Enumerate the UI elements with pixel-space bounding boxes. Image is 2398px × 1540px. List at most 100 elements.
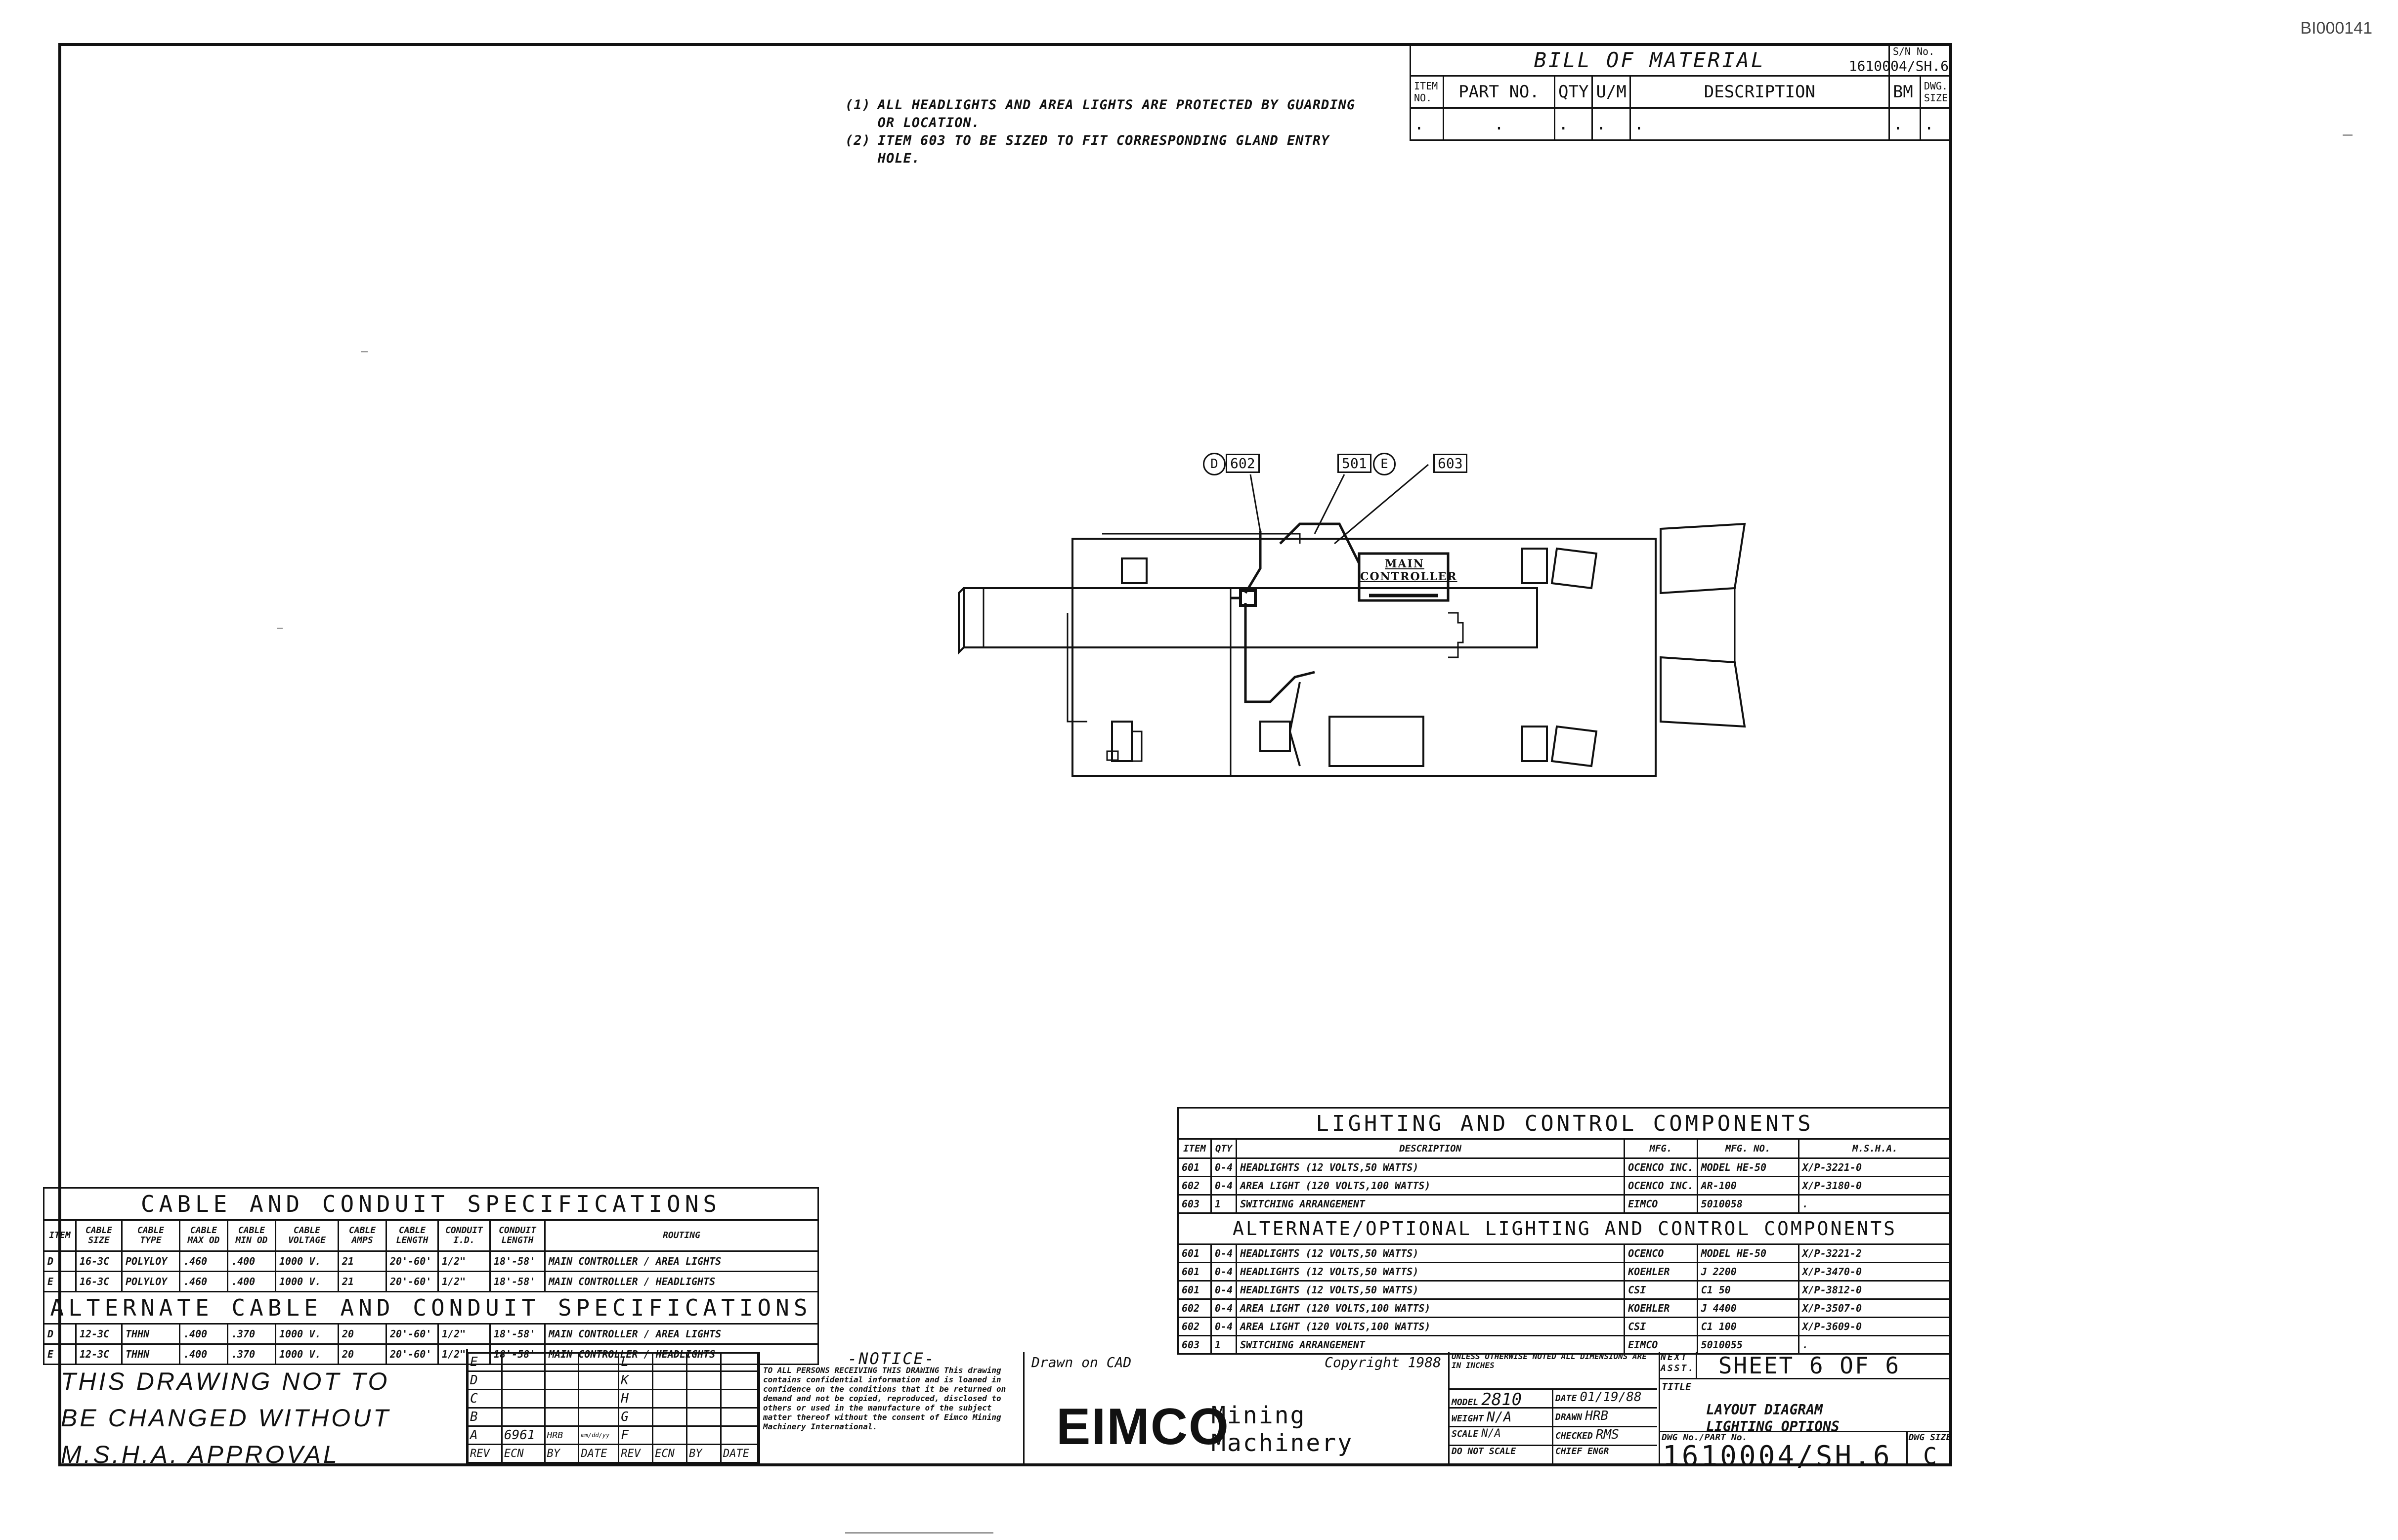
revision-block: E L D K C H B G A 6961 HRB mm/dd/yy F RE… (467, 1352, 759, 1463)
cable-cell: MAIN CONTROLLER / AREA LIGHTS (544, 1323, 819, 1345)
lighting-cell: MODEL HE-50 (1696, 1243, 1799, 1263)
lighting-header: ITEM (1177, 1138, 1212, 1159)
revision-footer-label: REV (467, 1444, 503, 1463)
alt-lighting-row: 601 0-4 HEADLIGHTS (12 VOLTS,50 WATTS) K… (1177, 1262, 1953, 1282)
component-center-bottom (1259, 721, 1291, 752)
bom-title: BILL OF MATERIAL (1410, 43, 1890, 77)
lighting-cell: 601 (1177, 1262, 1212, 1282)
lighting-header: QTY (1210, 1138, 1238, 1159)
drawing-title-line: LIGHTING OPTIONS (1706, 1418, 1840, 1435)
cable-cell: POLYLOY (121, 1271, 180, 1292)
cable-cell: .400 (227, 1250, 276, 1272)
component-left-bottom (1111, 721, 1133, 762)
revision-ecn (652, 1352, 688, 1372)
lighting-cell: HEADLIGHTS (12 VOLTS,50 WATTS) (1236, 1243, 1626, 1263)
lighting-row: 601 0-4 HEADLIGHTS (12 VOLTS,50 WATTS) O… (1177, 1157, 1953, 1177)
msha-line: M.S.H.A. APPROVAL (61, 1441, 340, 1468)
msha-line: BE CHANGED WITHOUT (61, 1404, 391, 1432)
revision-date: mm/dd/yy (578, 1425, 620, 1445)
cable-cell: 20'-60' (385, 1323, 439, 1345)
bom-header: DESCRIPTION (1629, 75, 1890, 109)
lighting-cell: 601 (1177, 1157, 1212, 1177)
title-label: TITLE (1662, 1381, 1692, 1393)
scale-value: N/A (1481, 1427, 1501, 1440)
lighting-cell: HEADLIGHTS (12 VOLTS,50 WATTS) (1236, 1280, 1626, 1300)
lighting-cell: AREA LIGHT (120 VOLTS,100 WATTS) (1236, 1176, 1626, 1196)
revision-letter: G (618, 1407, 654, 1427)
revision-footer-label: DATE (578, 1444, 620, 1463)
cable-cell: 12-3C (75, 1343, 123, 1365)
bom-header: DWG. SIZE (1919, 75, 1953, 109)
revision-row: E L (467, 1352, 759, 1372)
cable-cell: E (43, 1343, 77, 1365)
lighting-cell: CSI (1624, 1317, 1698, 1336)
cable-header: CABLE TYPE (121, 1219, 180, 1252)
sheet-number-row: NEXT ASST. SHEET 6 OF 6 (1659, 1352, 1952, 1379)
cable-cell: 18'-58' (489, 1271, 546, 1292)
date-label: DATE (1555, 1393, 1577, 1404)
cable-cell: .370 (227, 1343, 276, 1365)
lighting-cell: 0-4 (1210, 1280, 1238, 1300)
revision-footer-label: REV (618, 1444, 654, 1463)
alt-lighting-row: 601 0-4 HEADLIGHTS (12 VOLTS,50 WATTS) O… (1177, 1243, 1953, 1263)
bom-header: ITEM NO. (1410, 75, 1444, 109)
boom-outline (963, 587, 1538, 648)
revision-date (578, 1407, 620, 1427)
component-left-bottom-2 (1131, 730, 1143, 762)
cable-specifications-table: CABLE AND CONDUIT SPECIFICATIONS ITEM CA… (43, 1187, 819, 1365)
cable-header: ITEM (43, 1219, 77, 1252)
lighting-cell: 0-4 (1210, 1317, 1238, 1336)
lighting-cell: AREA LIGHT (120 VOLTS,100 WATTS) (1236, 1317, 1626, 1336)
lighting-cell: X/P-3812-0 (1798, 1280, 1953, 1300)
alt-lighting-row: 602 0-4 AREA LIGHT (120 VOLTS,100 WATTS)… (1177, 1317, 1953, 1336)
lighting-cell: C1 50 (1696, 1280, 1799, 1300)
main-controller-box (1358, 552, 1450, 602)
lighting-cell: KOEHLER (1624, 1262, 1698, 1282)
lighting-cell: X/P-3221-2 (1798, 1243, 1953, 1263)
revision-footer-label: BY (544, 1444, 580, 1463)
component-small (1106, 750, 1119, 761)
lighting-title: LIGHTING AND CONTROL COMPONENTS (1177, 1107, 1952, 1140)
notice-title: -NOTICE- (847, 1349, 936, 1368)
lighting-cell: 603 (1177, 1194, 1212, 1214)
revision-by (544, 1407, 580, 1427)
title-block: UNLESS OTHERWISE NOTED ALL DIMENSIONS AR… (1448, 1352, 1952, 1472)
cable-cell: 16-3C (75, 1271, 123, 1292)
cable-cell: 20 (338, 1323, 387, 1345)
lighting-cell: 0-4 (1210, 1262, 1238, 1282)
lighting-row: 603 1 SWITCHING ARRANGEMENT EIMCO 501005… (1177, 1194, 1953, 1214)
revision-ecn (652, 1370, 688, 1390)
revision-footer-label: BY (686, 1444, 722, 1463)
note-text: ALL HEADLIGHTS AND AREA LIGHTS ARE PROTE… (877, 97, 1356, 130)
cable-run-lower-2 (1288, 682, 1301, 767)
revision-ecn (501, 1389, 546, 1409)
cable-cell: 12-3C (75, 1323, 123, 1345)
cable-cell: 1000 V. (275, 1250, 339, 1272)
lighting-cell: J 4400 (1696, 1298, 1799, 1318)
lighting-cell: 5010058 (1696, 1194, 1799, 1214)
lighting-cell: X/P-3470-0 (1798, 1262, 1953, 1282)
cable-id-circle: E (1373, 453, 1396, 475)
lighting-cell: 0-4 (1210, 1157, 1238, 1177)
lighting-cell: 603 (1177, 1335, 1212, 1355)
cable-cell: 1/2" (437, 1250, 491, 1272)
msha-approval-note: THIS DRAWING NOT TO BE CHANGED WITHOUT M… (43, 1349, 468, 1468)
scan-speck (361, 351, 368, 352)
cable-cell: .400 (227, 1271, 276, 1292)
cable-header: CABLE LENGTH (385, 1219, 439, 1252)
notice-text: TO ALL PERSONS RECEIVING THIS DRAWING Th… (763, 1366, 1006, 1431)
lighting-cell: 0-4 (1210, 1176, 1238, 1196)
cable-cell: 1/2" (437, 1323, 491, 1345)
note-number: (1) (845, 97, 871, 113)
cable-cell: D (43, 1323, 77, 1345)
note-number: (2) (845, 133, 871, 148)
cable-row: D 16-3C POLYLOY .460 .400 1000 V. 21 20'… (43, 1250, 819, 1272)
lighting-cell: OCENCO (1624, 1243, 1698, 1263)
callout-item-603: 603 (1433, 454, 1467, 473)
component-left-top (1121, 557, 1148, 584)
alt-lighting-row: 602 0-4 AREA LIGHT (120 VOLTS,100 WATTS)… (1177, 1298, 1953, 1318)
lighting-cell: AR-100 (1696, 1176, 1799, 1196)
cable-cell: 1/2" (437, 1271, 491, 1292)
